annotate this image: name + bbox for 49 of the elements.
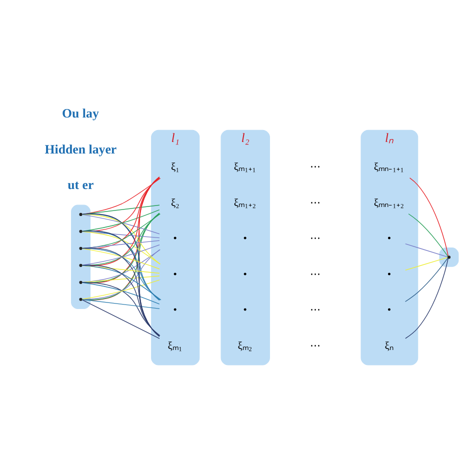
- connector: [82, 280, 160, 300]
- node-text: •: [173, 305, 178, 316]
- node-circle: [447, 256, 451, 259]
- node-text: ξ₂: [170, 198, 180, 209]
- node-text: ξₘ₁₊₁: [234, 162, 256, 174]
- connector: [82, 248, 160, 270]
- node-circle: [79, 280, 82, 284]
- node-text: ξₘ₂: [238, 340, 252, 352]
- node-text: •: [243, 305, 247, 316]
- connector: [82, 240, 160, 249]
- connector: [404, 258, 448, 302]
- label: ut er: [68, 178, 94, 192]
- node-circle: [79, 230, 82, 233]
- node-text: ξₘₙ₋₁₊₁: [374, 162, 404, 174]
- connector: [82, 299, 160, 310]
- label: ⋯: [310, 162, 321, 174]
- label: ⋯: [310, 340, 321, 352]
- connector: [405, 258, 449, 339]
- label: Ou lay: [62, 106, 99, 121]
- node-text: ξₘ₁₊₂: [234, 198, 256, 209]
- connector: [82, 244, 160, 266]
- node-text: •: [243, 269, 247, 280]
- node-circle: [79, 246, 82, 250]
- connector: [82, 209, 160, 232]
- node-text: •: [173, 269, 178, 280]
- node-text: •: [387, 269, 392, 280]
- node-text: ξₘ₁: [168, 340, 182, 352]
- label: ⋯: [310, 198, 321, 209]
- cluster: [439, 248, 459, 267]
- connector: [82, 282, 160, 336]
- node-text: ξ₁: [170, 162, 180, 174]
- node-circle: [79, 212, 82, 216]
- connector: [82, 214, 160, 234]
- node-text: •: [243, 234, 247, 245]
- label: ⋯: [310, 269, 321, 280]
- node-text: ξₙ: [384, 340, 394, 352]
- node-text: •: [387, 305, 392, 316]
- label: Hidden layer: [44, 142, 117, 156]
- label: ⋯: [310, 234, 321, 245]
- label: ⋯: [310, 305, 321, 316]
- connector: [82, 299, 160, 339]
- node-text: ξₘₙ₋₁₊₂: [374, 198, 404, 209]
- node-circle: [79, 264, 82, 267]
- node-text: •: [173, 234, 178, 245]
- node-text: •: [387, 234, 392, 245]
- connector: [82, 282, 160, 304]
- cluster: [71, 204, 91, 310]
- node-circle: [79, 298, 82, 301]
- connector: [82, 178, 161, 215]
